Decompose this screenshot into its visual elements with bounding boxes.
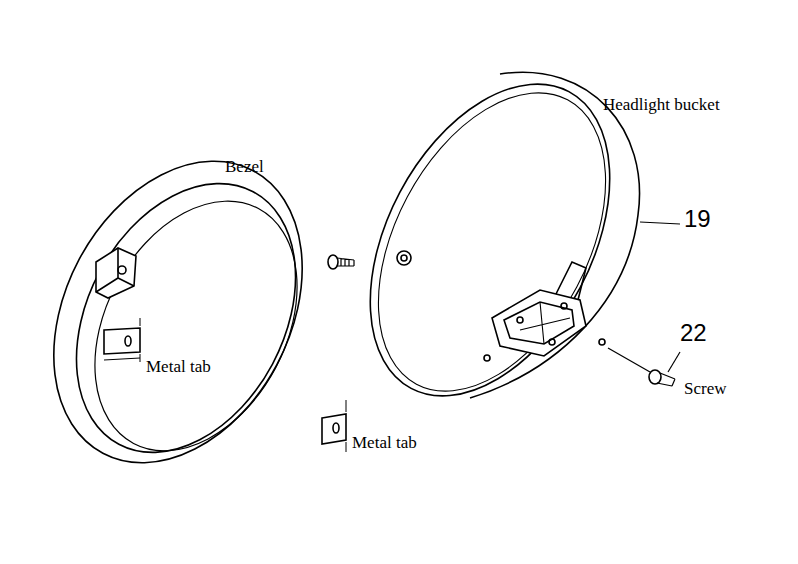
screw-drawing [328,255,354,269]
part-name: Headlight bucket [603,96,720,115]
callout-number: 22 [680,320,707,346]
bezel-drawing [4,118,352,506]
part-name: Bezel [225,158,264,177]
screw-drawing [608,348,680,386]
part-name: Screw [684,380,726,399]
part-name: Metal tab [146,358,211,377]
callout-number: 19 [684,206,711,232]
part-name: Metal tab [352,434,417,453]
